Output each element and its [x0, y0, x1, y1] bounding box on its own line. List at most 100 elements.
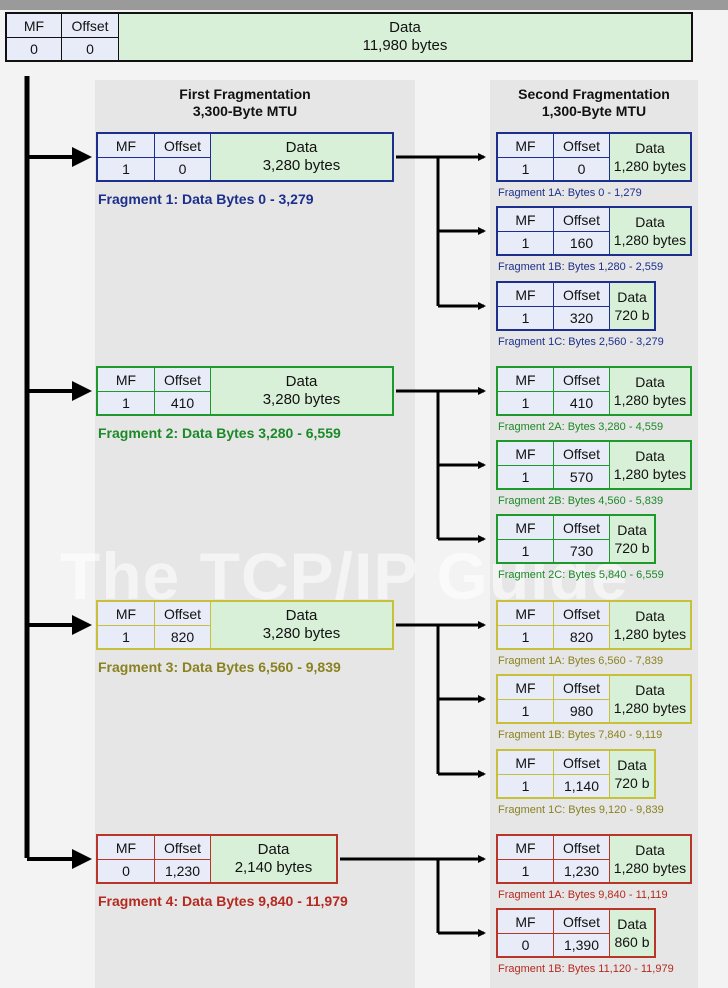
offset-value: 980	[554, 699, 610, 722]
mf-value: 1	[498, 465, 554, 488]
data-label: Data	[617, 757, 647, 773]
offset-header: Offset	[554, 516, 610, 539]
offset-value: 570	[554, 465, 610, 488]
data-label: Data	[635, 448, 665, 464]
offset-value: 1,230	[554, 859, 610, 882]
fragment-3-sub-3-caption: Fragment 1C: Bytes 9,120 - 9,839	[498, 804, 664, 816]
data-label: Data	[617, 289, 647, 305]
mf-value: 0	[498, 933, 554, 956]
fragment-3-caption: Fragment 3: Data Bytes 6,560 - 9,839	[98, 659, 341, 675]
mf-value: 1	[98, 157, 155, 180]
offset-header: Offset	[554, 910, 610, 933]
mf-header: MF	[98, 602, 155, 625]
data-size: 720 b	[614, 307, 650, 323]
mf-value: 1	[98, 625, 155, 648]
data-size: 2,140 bytes	[234, 859, 313, 876]
data-size: 1,280 bytes	[613, 158, 687, 174]
fragment-4-sub-1-caption: Fragment 1A: Bytes 9,840 - 11,119	[498, 889, 668, 901]
second-fragmentation-subtitle: 1,300-Byte MTU	[541, 103, 647, 119]
offset-header: Offset	[155, 836, 211, 859]
mf-header: MF	[498, 208, 554, 231]
offset-header: Offset	[554, 676, 610, 699]
mf-header: MF	[98, 368, 155, 391]
data-cell: Data 720 b	[610, 283, 654, 329]
data-cell: Data 1,280 bytes	[610, 676, 690, 722]
data-size: 1,280 bytes	[613, 700, 687, 716]
data-size: 11,980 bytes	[362, 37, 448, 54]
data-label: Data	[285, 607, 318, 624]
mf-header: MF	[498, 283, 554, 306]
fragment-2-caption: Fragment 2: Data Bytes 3,280 - 6,559	[98, 425, 341, 441]
data-label: Data	[635, 682, 665, 698]
fragment-4-sub-2-caption: Fragment 1B: Bytes 11,120 - 11,979	[498, 963, 674, 975]
data-label: Data	[617, 522, 647, 538]
offset-header: Offset	[554, 368, 610, 391]
offset-header: Offset	[155, 134, 211, 157]
mf-value: 1	[498, 774, 554, 797]
offset-header: Offset	[155, 368, 211, 391]
mf-value: 1	[498, 859, 554, 882]
mf-value: 0	[7, 37, 62, 60]
offset-header: Offset	[62, 14, 119, 37]
data-label: Data	[389, 19, 421, 36]
mf-value: 1	[498, 699, 554, 722]
mf-header: MF	[498, 602, 554, 625]
second-fragmentation-title: Second Fragmentation	[518, 86, 670, 102]
mf-header: MF	[498, 910, 554, 933]
data-size: 1,280 bytes	[613, 392, 687, 408]
fragment-2-sub-1-caption: Fragment 2A: Bytes 3,280 - 4,559	[498, 421, 664, 433]
offset-value: 320	[554, 306, 610, 329]
mf-value: 1	[498, 625, 554, 648]
data-size: 3,280 bytes	[262, 391, 341, 408]
offset-header: Offset	[554, 602, 610, 625]
window-top-bar	[0, 0, 728, 10]
offset-value: 730	[554, 539, 610, 562]
data-size: 3,280 bytes	[262, 625, 341, 642]
offset-header: Offset	[554, 836, 610, 859]
data-label: Data	[635, 214, 665, 230]
fragment-4-caption: Fragment 4: Data Bytes 9,840 - 11,979	[98, 893, 348, 909]
offset-value: 410	[155, 391, 211, 414]
fragment-2-sub-2-caption: Fragment 2B: Bytes 4,560 - 5,839	[498, 495, 664, 507]
fragment-2-sub-3-caption: Fragment 2C: Bytes 5,840 - 6,559	[498, 569, 664, 581]
data-label: Data	[635, 140, 665, 156]
mf-header: MF	[498, 516, 554, 539]
mf-header: MF	[498, 442, 554, 465]
fragment-3-sub-1-caption: Fragment 1A: Bytes 6,560 - 7,839	[498, 655, 664, 667]
data-size: 3,280 bytes	[262, 157, 341, 174]
mf-value: 1	[98, 391, 155, 414]
first-fragmentation-title: First Fragmentation	[179, 86, 311, 102]
mf-header: MF	[498, 751, 554, 774]
data-label: Data	[285, 139, 318, 156]
offset-value: 1,230	[155, 859, 211, 882]
offset-value: 820	[155, 625, 211, 648]
mf-value: 1	[498, 231, 554, 254]
data-label: Data	[257, 841, 290, 858]
mf-value: 1	[498, 306, 554, 329]
offset-header: Offset	[554, 134, 610, 157]
data-cell: Data 1,280 bytes	[610, 134, 690, 180]
offset-header: Offset	[554, 283, 610, 306]
first-fragmentation-subtitle: 3,300-Byte MTU	[192, 103, 298, 119]
data-cell: Data 11,980 bytes	[119, 14, 691, 60]
